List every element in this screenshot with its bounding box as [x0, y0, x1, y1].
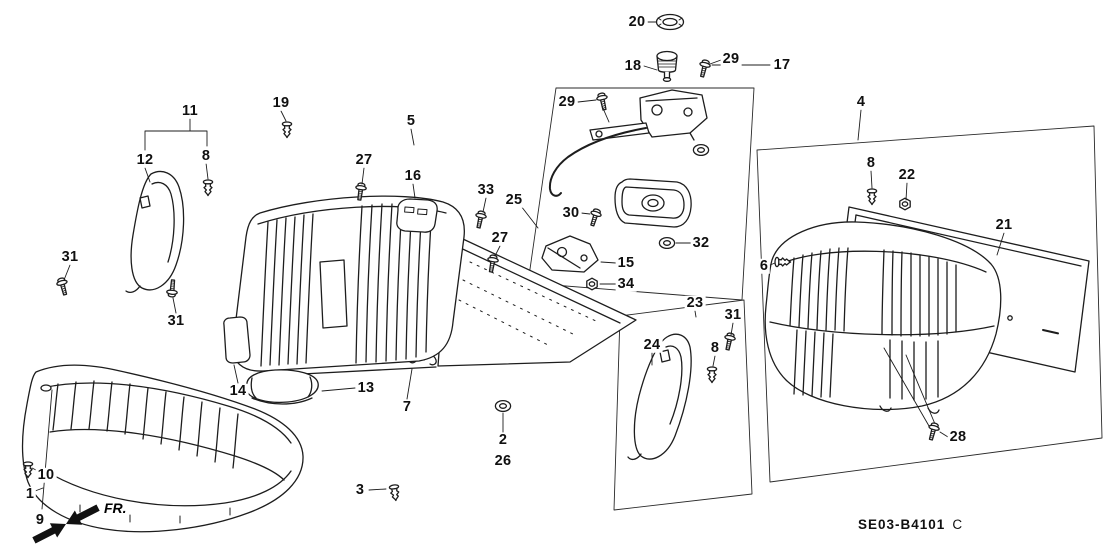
diagram-code: SE03-B4101 C — [858, 517, 963, 532]
latch-assembly-drawing — [541, 13, 710, 273]
diagram-code-suffix: C — [952, 517, 964, 532]
center-seatback-drawing — [223, 195, 465, 372]
right-seatback-drawing — [764, 221, 1002, 427]
right-bolster-drawing — [627, 333, 692, 461]
fr-direction-label: FR. — [104, 500, 127, 516]
armrest-drawing — [246, 369, 319, 405]
left-bolster-drawing — [125, 170, 185, 293]
seat-cushion-drawing — [21, 364, 304, 533]
diagram-code-text: SE03-B4101 — [858, 517, 946, 532]
fr-arrow — [32, 504, 100, 544]
